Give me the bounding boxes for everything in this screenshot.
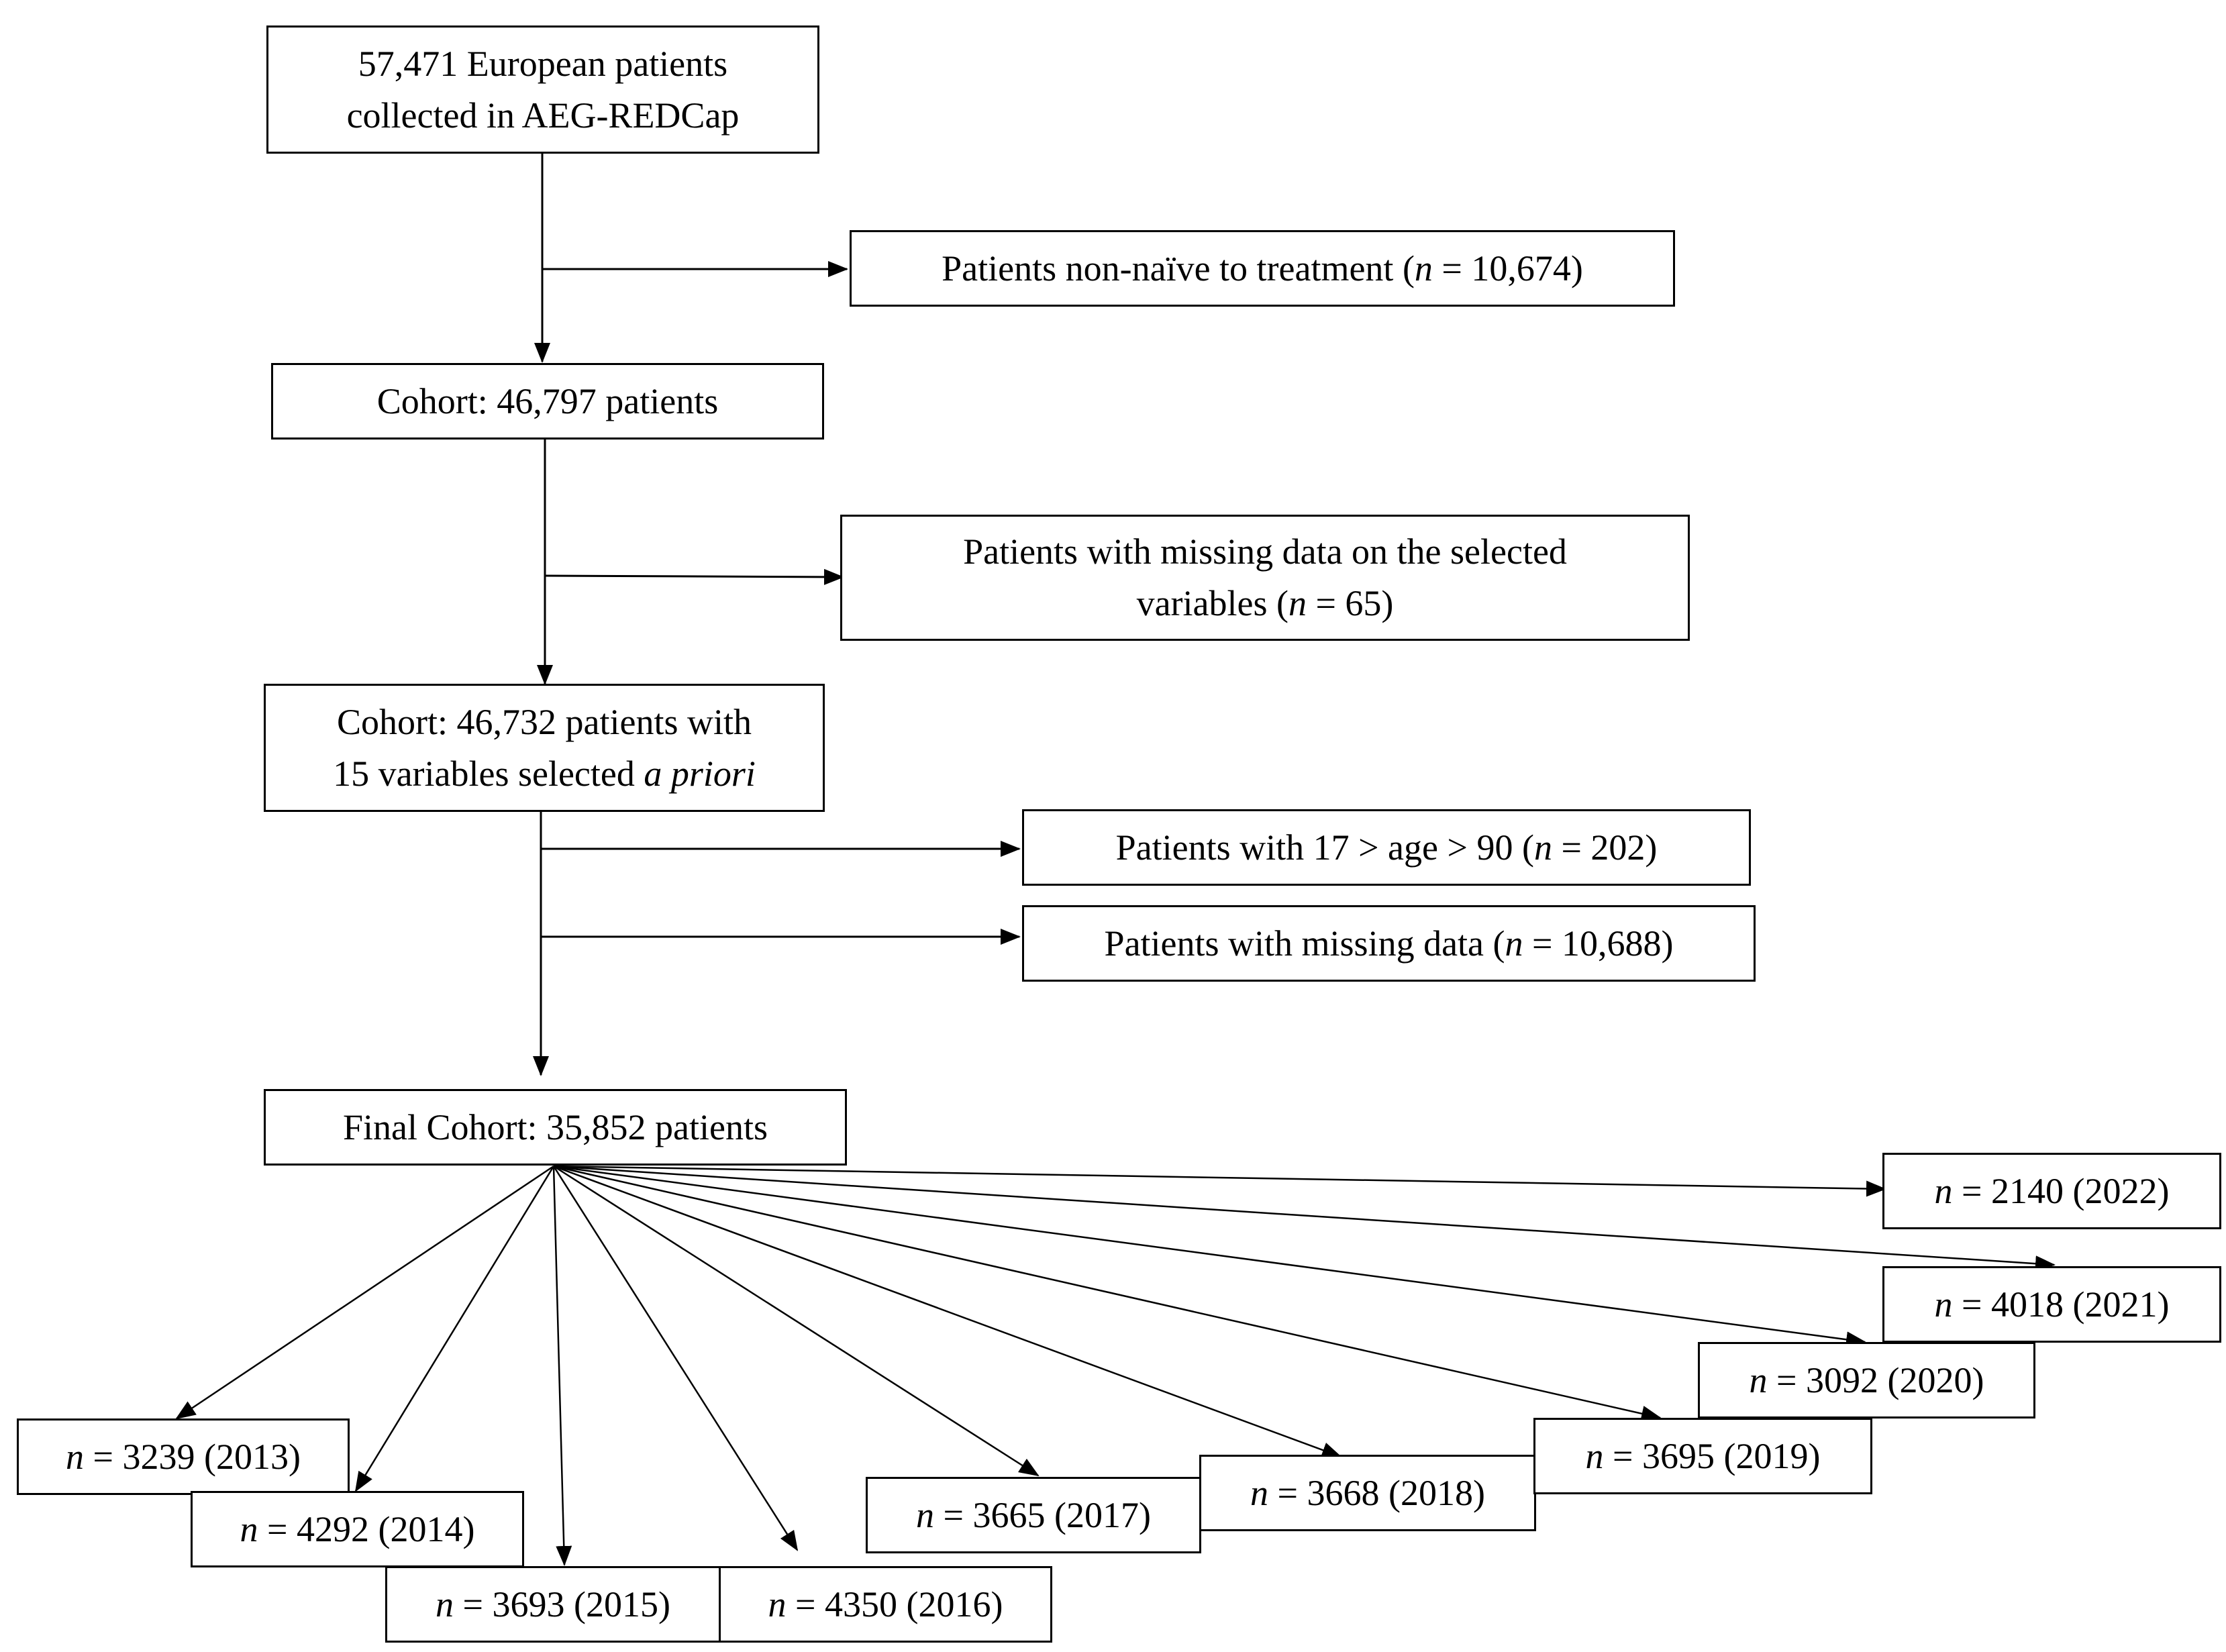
arrow-to-2017 (553, 1165, 1040, 1477)
arrow-to-2015 (552, 1166, 572, 1566)
year-label-2020: n = 3092 (2020) (1749, 1359, 1984, 1400)
excluded-missing-selected-box: Patients with missing data on the select… (840, 515, 1690, 641)
source-patients-box: 57,471 European patients collected in AE… (266, 25, 819, 154)
source-line2: collected in AEG-REDCap (346, 95, 740, 136)
arrow-to-missing-selected (544, 568, 844, 585)
cohort-1-box: Cohort: 46,797 patients (271, 363, 824, 440)
year-box-2020: n = 3092 (2020) (1698, 1342, 2035, 1418)
excluded-age-box: Patients with 17 > age > 90 (n = 202) (1022, 809, 1751, 886)
excluded-missing-data-label: Patients with missing data (n = 10,688) (1104, 923, 1674, 964)
year-label-2019: n = 3695 (2019) (1585, 1435, 1821, 1476)
missing-selected-line1: Patients with missing data on the select… (963, 531, 1567, 572)
year-label-2016: n = 4350 (2016) (768, 1584, 1003, 1624)
arrow-to-2022 (553, 1165, 1886, 1197)
arrow-to-2018 (553, 1165, 1342, 1458)
cohort-2-line2: 15 variables selected a priori (333, 753, 756, 794)
year-box-2016: n = 4350 (2016) (719, 1566, 1052, 1643)
year-label-2013: n = 3239 (2013) (66, 1436, 301, 1477)
arrow-to-2013 (175, 1165, 554, 1420)
year-label-2021: n = 4018 (2021) (1934, 1284, 2170, 1325)
year-label-2018: n = 3668 (2018) (1250, 1472, 1485, 1513)
year-box-2015: n = 3693 (2015) (385, 1566, 721, 1643)
year-box-2018: n = 3668 (2018) (1199, 1455, 1536, 1531)
excluded-non-naive-label: Patients non-naïve to treatment (n = 10,… (942, 248, 1583, 289)
year-box-2021: n = 4018 (2021) (1882, 1266, 2221, 1343)
cohort-1-label: Cohort: 46,797 patients (376, 380, 719, 421)
excluded-age-label: Patients with 17 > age > 90 (n = 202) (1115, 827, 1658, 868)
year-label-2015: n = 3693 (2015) (436, 1584, 670, 1624)
missing-selected-line2: variables (n = 65) (1136, 583, 1394, 623)
source-line1: 57,471 European patients (358, 43, 728, 84)
arrow-to-2014 (354, 1166, 555, 1492)
arrow-to-2019 (553, 1165, 1662, 1422)
arrow-to-2021 (553, 1165, 2056, 1272)
cohort-2-line1: Cohort: 46,732 patients with (337, 701, 752, 742)
year-label-2017: n = 3665 (2017) (916, 1494, 1151, 1535)
year-box-2019: n = 3695 (2019) (1533, 1418, 1872, 1494)
year-box-2013: n = 3239 (2013) (17, 1418, 350, 1495)
arrow-to-2016 (552, 1166, 799, 1551)
year-box-2014: n = 4292 (2014) (191, 1491, 524, 1567)
excluded-non-naive-box: Patients non-naïve to treatment (n = 10,… (850, 230, 1675, 307)
final-cohort-box: Final Cohort: 35,852 patients (264, 1089, 847, 1166)
cohort-2-box: Cohort: 46,732 patients with 15 variable… (264, 684, 825, 812)
final-cohort-label: Final Cohort: 35,852 patients (343, 1106, 768, 1147)
year-box-2022: n = 2140 (2022) (1882, 1153, 2221, 1229)
arrow-to-2020 (553, 1165, 1866, 1348)
year-label-2014: n = 4292 (2014) (240, 1508, 475, 1549)
excluded-missing-data-box: Patients with missing data (n = 10,688) (1022, 905, 1756, 982)
year-box-2017: n = 3665 (2017) (866, 1477, 1201, 1553)
year-label-2022: n = 2140 (2022) (1934, 1170, 2170, 1211)
